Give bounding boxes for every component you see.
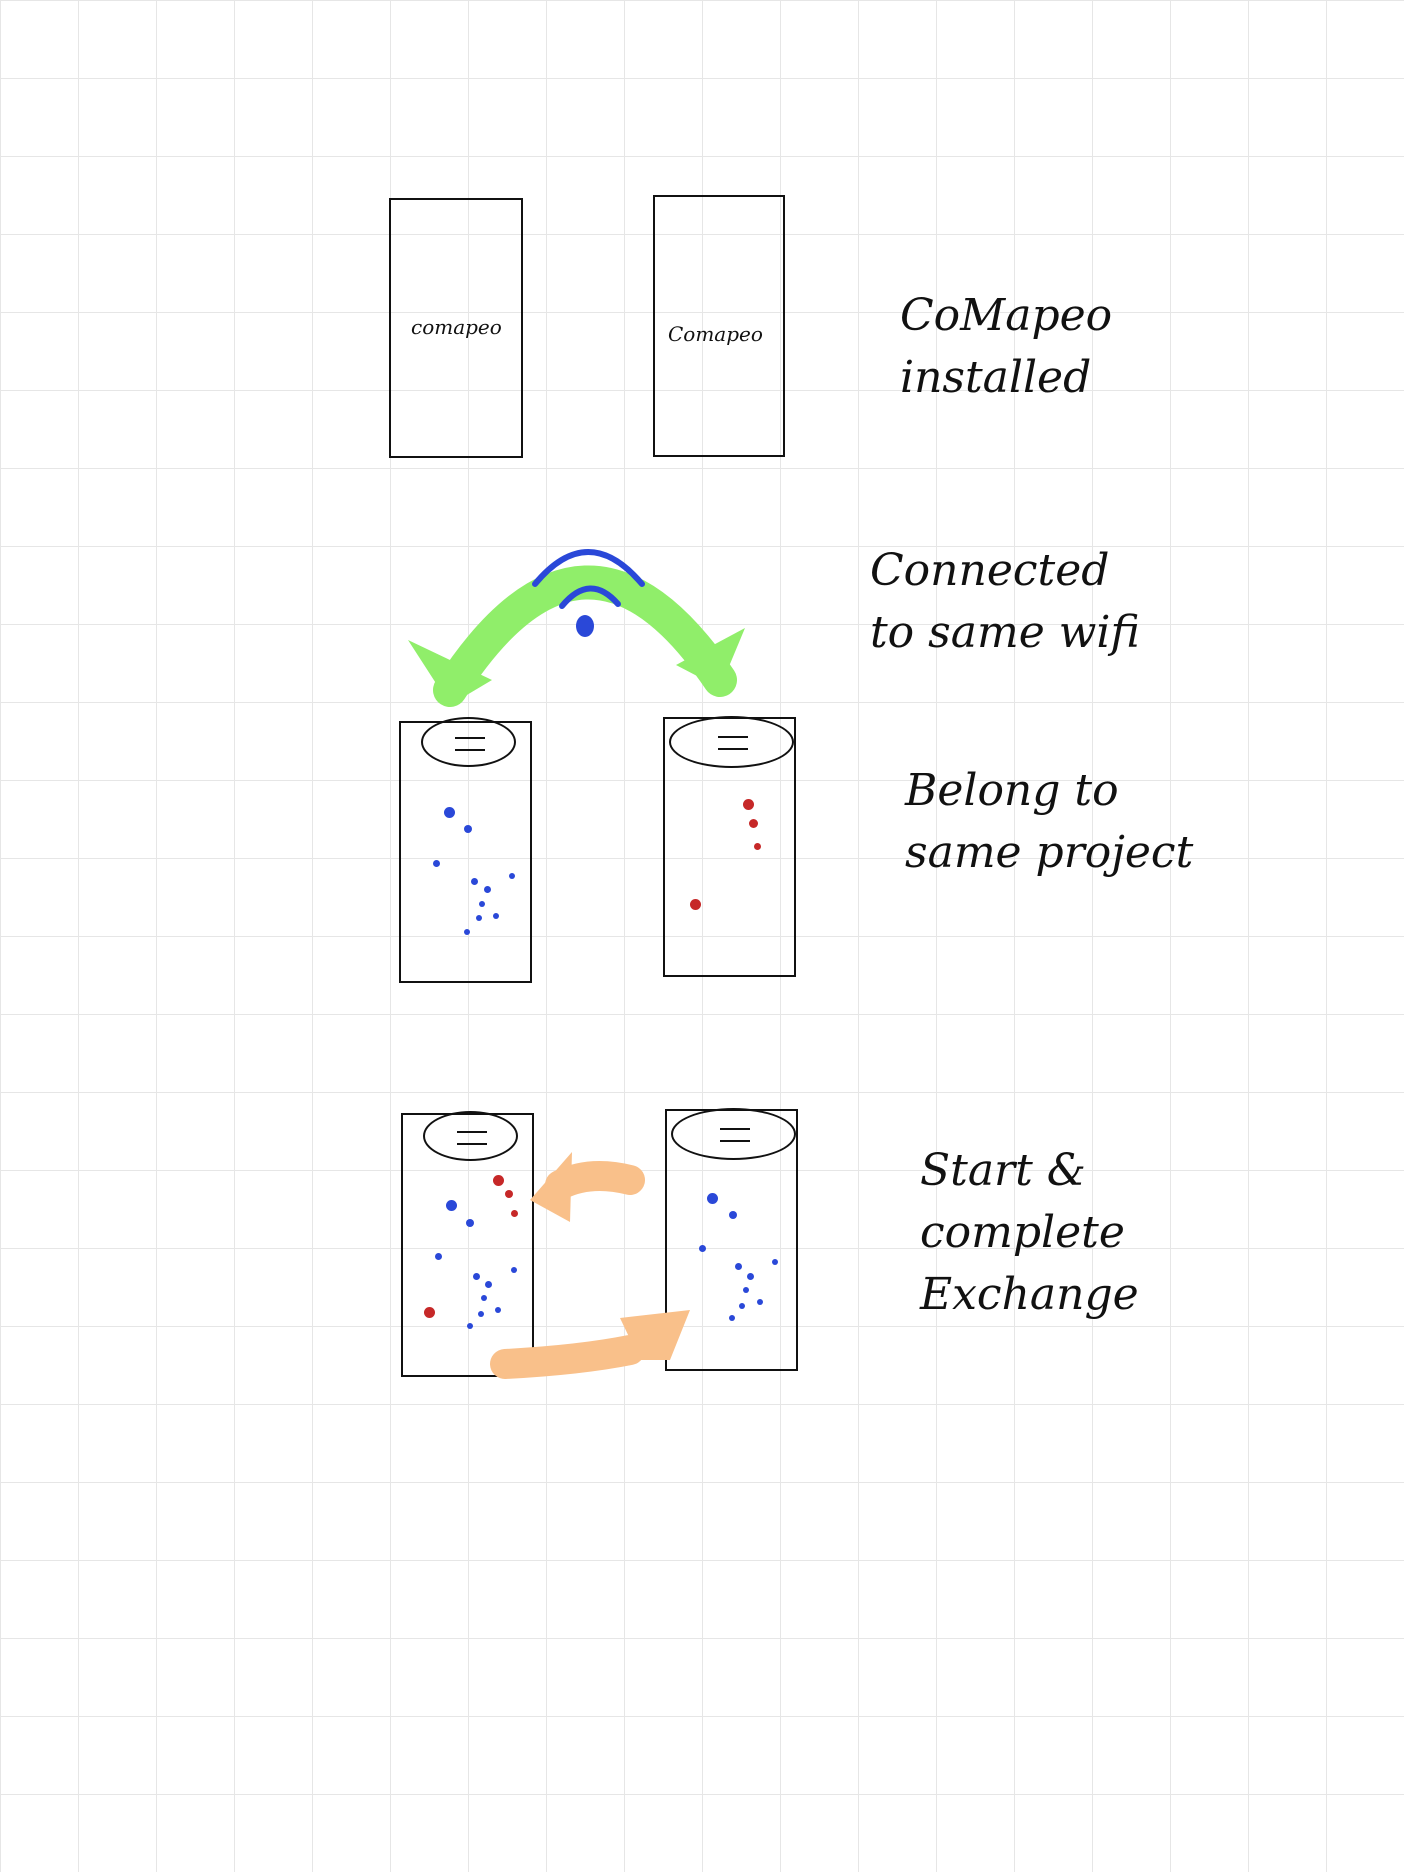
map-header-oval	[423, 1111, 518, 1161]
observation-point	[509, 873, 515, 879]
caption-exchange: Start & complete Exchange	[920, 1145, 1139, 1320]
phone-right-exchange	[665, 1108, 798, 1371]
observation-point	[484, 886, 491, 893]
observation-point	[464, 825, 472, 833]
observation-point	[749, 819, 758, 828]
caption-same-wifi: Connected to same wifi	[870, 545, 1140, 658]
wifi-icon	[532, 549, 645, 637]
phone-left-project	[399, 717, 532, 983]
phone-left-installed: comapeo	[389, 198, 523, 458]
observation-point	[772, 1259, 778, 1265]
observation-point	[471, 878, 478, 885]
green-arrowhead-right	[676, 628, 745, 688]
green-arrowhead-left	[408, 640, 492, 705]
orange-arrow-to-left	[530, 1152, 645, 1222]
observation-point	[478, 1311, 484, 1317]
observation-point	[466, 1219, 474, 1227]
observation-point	[729, 1211, 737, 1219]
observation-point	[743, 1287, 749, 1293]
observation-point	[444, 807, 455, 818]
menu-icon	[718, 736, 748, 750]
map-header-oval	[421, 717, 516, 767]
observation-point	[699, 1245, 706, 1252]
observation-point	[690, 899, 701, 910]
observation-point	[747, 1273, 754, 1280]
caption-installed: CoMapeo installed	[900, 290, 1113, 403]
menu-icon	[455, 737, 485, 751]
phone-left-exchange	[401, 1111, 534, 1377]
observation-point	[481, 1295, 487, 1301]
observation-point	[743, 799, 754, 810]
observation-point	[424, 1307, 435, 1318]
menu-icon	[720, 1128, 750, 1142]
observation-point	[511, 1210, 518, 1217]
observation-point	[485, 1281, 492, 1288]
observation-point	[511, 1267, 517, 1273]
app-label-right: Comapeo	[668, 322, 763, 346]
map-header-oval	[669, 716, 794, 768]
observation-point	[467, 1323, 473, 1329]
observation-point	[754, 843, 761, 850]
observation-point	[757, 1299, 763, 1305]
orange-arrow-to-right	[490, 1310, 690, 1379]
green-double-arrow	[408, 565, 745, 707]
map-header-oval	[671, 1108, 796, 1160]
observation-point	[473, 1273, 480, 1280]
observation-point	[729, 1315, 735, 1321]
observation-point	[476, 915, 482, 921]
observation-point	[435, 1253, 442, 1260]
observation-point	[493, 1175, 504, 1186]
observation-point	[707, 1193, 718, 1204]
phone-right-project	[663, 716, 796, 977]
caption-same-project: Belong to same project	[905, 765, 1194, 878]
observation-point	[433, 860, 440, 867]
observation-point	[505, 1190, 513, 1198]
phone-right-installed: Comapeo	[653, 195, 785, 457]
observation-point	[495, 1307, 501, 1313]
observation-point	[735, 1263, 742, 1270]
observation-point	[739, 1303, 745, 1309]
observation-point	[464, 929, 470, 935]
observation-point	[446, 1200, 457, 1211]
observation-point	[493, 913, 499, 919]
observation-point	[479, 901, 485, 907]
app-label-left: comapeo	[411, 315, 502, 339]
menu-icon	[457, 1131, 487, 1145]
